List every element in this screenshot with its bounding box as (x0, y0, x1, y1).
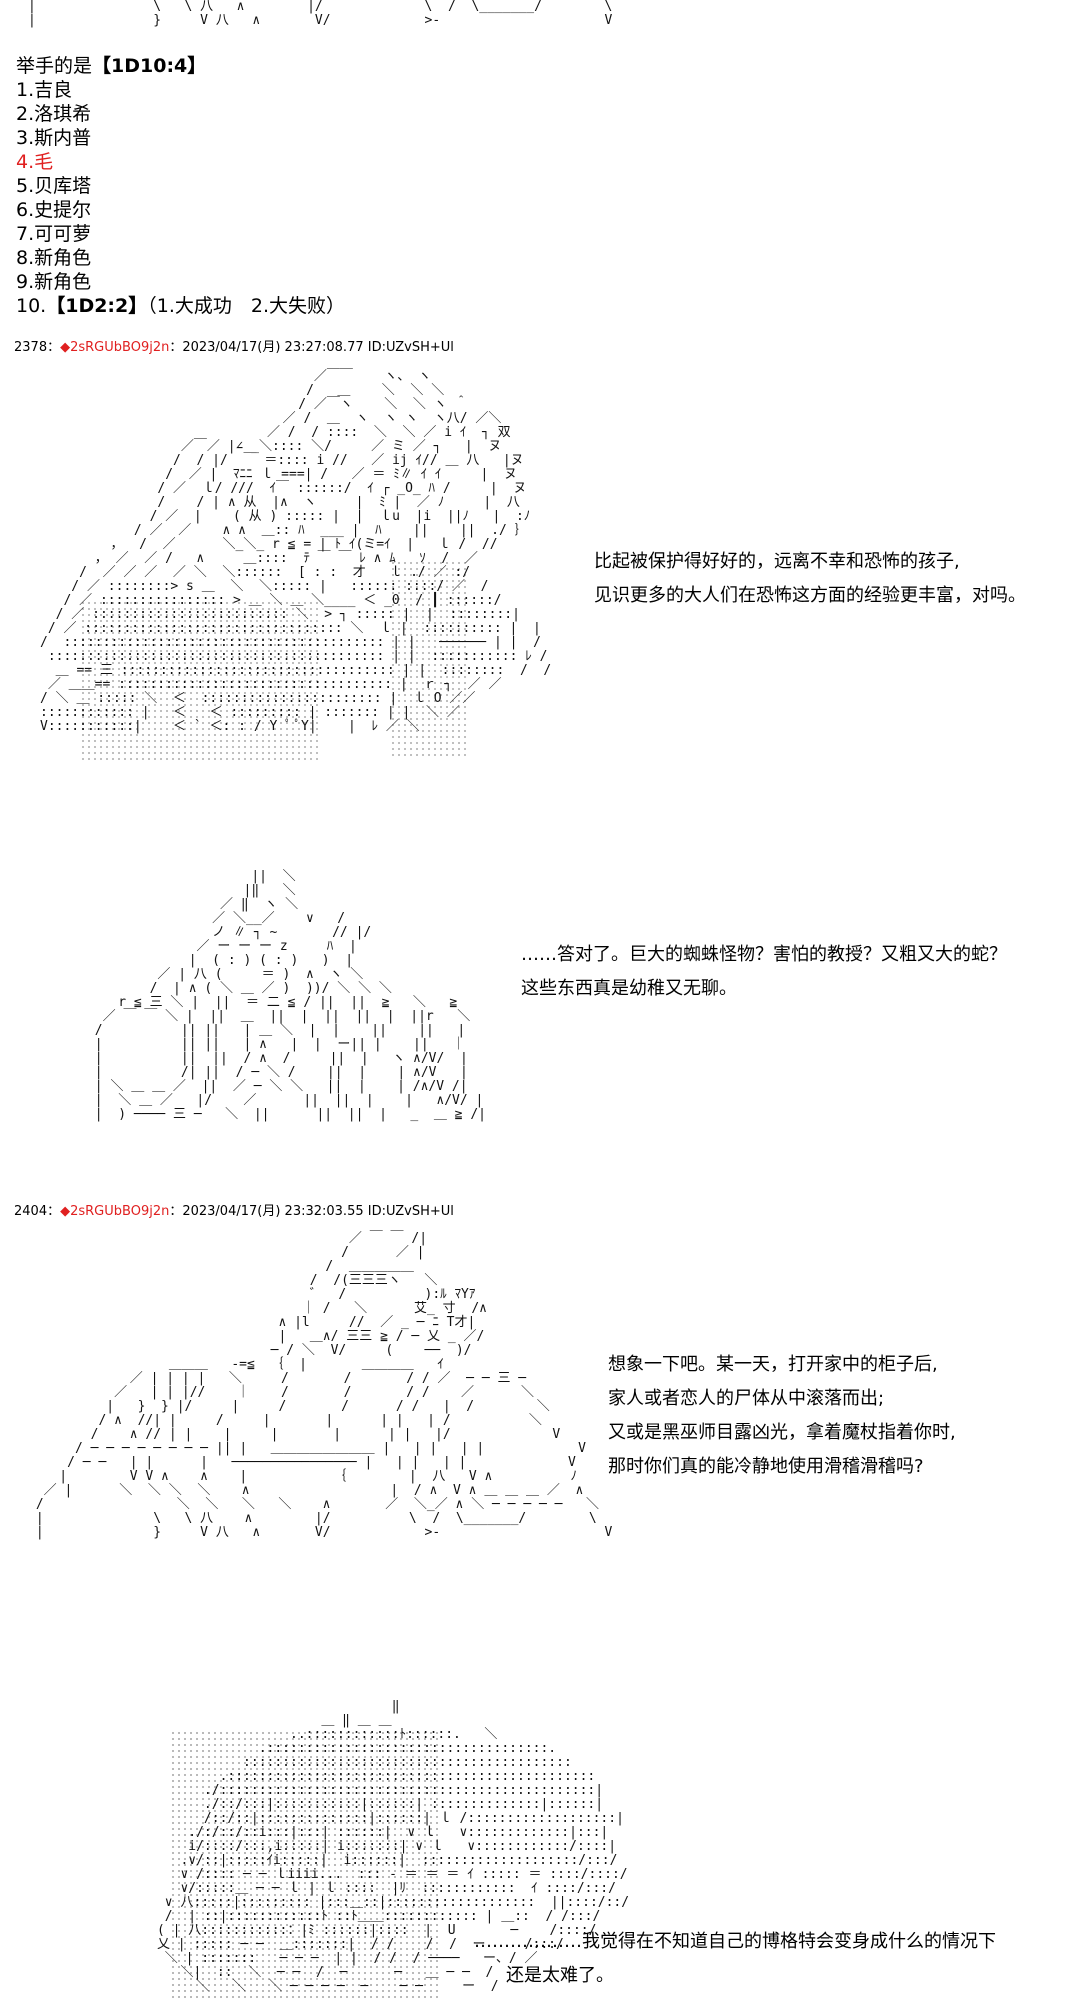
poll-item-1: 1.吉良 (16, 79, 73, 101)
poster-trip: ◆2sRGUbBO9j2n (60, 340, 170, 355)
poll-item-10: 10.【1D2:2】（1.大成功 2.大失败） (16, 295, 346, 317)
poll-item-8: 8.新角色 (16, 247, 92, 269)
dialog-text-4: ………………我觉得在不知道自己的博格特会变身成什么的情况下 还是太难了。 (474, 1931, 996, 1986)
poll-item-4-selected: 4.毛 (16, 151, 54, 173)
post-header-2404: 2404：◆2sRGUbBO9j2n：2023/04/17(月) 23:32:0… (14, 1204, 454, 1219)
dialog-text-3: 想象一下吧。某一天，打开家中的柜子后, 家人或者恋人的尸体从中滚落而出; 又或是… (608, 1354, 956, 1477)
ascii-art-figure-hooded-character: ／￣￣ ヽ、 ヽ / ＿ ＼ ＼ ＼ / ／￣ヽ ＼ ＼ ヽ ＾ ／ / ＿ ヽ… (40, 369, 552, 734)
post-number[interactable]: 2378 (14, 340, 48, 355)
poll-item-9: 9.新角色 (16, 271, 92, 293)
dialog-text-2: ……答对了。巨大的蜘蛛怪物？害怕的教授？又粗又大的蛇？ 这些东西真是幼稚又无聊。 (521, 944, 1007, 999)
ascii-art-shading (170, 1730, 440, 2000)
poll-item-3: 3.斯内普 (16, 127, 92, 149)
post-header-2378: 2378：◆2sRGUbBO9j2n：2023/04/17(月) 23:27:0… (14, 340, 454, 355)
poll-item-7: 7.可可萝 (16, 223, 92, 245)
post-datetime-id: ：2023/04/17(月) 23:27:08.77 ID:UZvSH+Ul (169, 340, 454, 355)
ascii-art-shading (390, 560, 470, 760)
poster-trip: ◆2sRGUbBO9j2n (60, 1204, 170, 1219)
poll-item-6: 6.史提尔 (16, 199, 92, 221)
poll-title: 举手的是【1D10:4】 (16, 55, 207, 77)
post-datetime-id: ：2023/04/17(月) 23:32:03.55 ID:UZvSH+Ul (169, 1204, 454, 1219)
poll-item-2: 2.洛琪希 (16, 103, 92, 125)
roll-result-list: 举手的是【1D10:4】 1.吉良 2.洛琪希 3.斯内普 4.毛 5.贝库塔 … (16, 54, 345, 318)
ascii-art-shading (80, 600, 320, 760)
ascii-art-figure-bald-character: || ＼ |‖ ＼ ／ ‖ ヽ ＼ ／ ＼__／ ∨ / ノ ∥ ┐ ~ // … (94, 869, 486, 1122)
dialog-text-1: 比起被保护得好好的，远离不幸和恐怖的孩子, 见识更多的大人们在恐怖这方面的经验更… (594, 551, 1026, 606)
ascii-art-top-fragment: | \ \ 八 ∧ |/ \ / \_______/ \ | } V 八 ∧ V… (28, 0, 613, 28)
poll-item-5: 5.贝库塔 (16, 175, 92, 197)
post-number[interactable]: 2404 (14, 1204, 48, 1219)
ascii-art-figure-shaded-character: ‖ ＿ ‖ ＿ ＿ ..::::::::::::ﾄ::::::. ＼ .::::… (156, 1699, 630, 1994)
ascii-art-figure-hat-character-with-egg: ／ ￣ ￣ /| / ／ | / ＿＿＿＿＿ / /(三三三ヽ ＼ ゛ / (35, 1231, 613, 1540)
